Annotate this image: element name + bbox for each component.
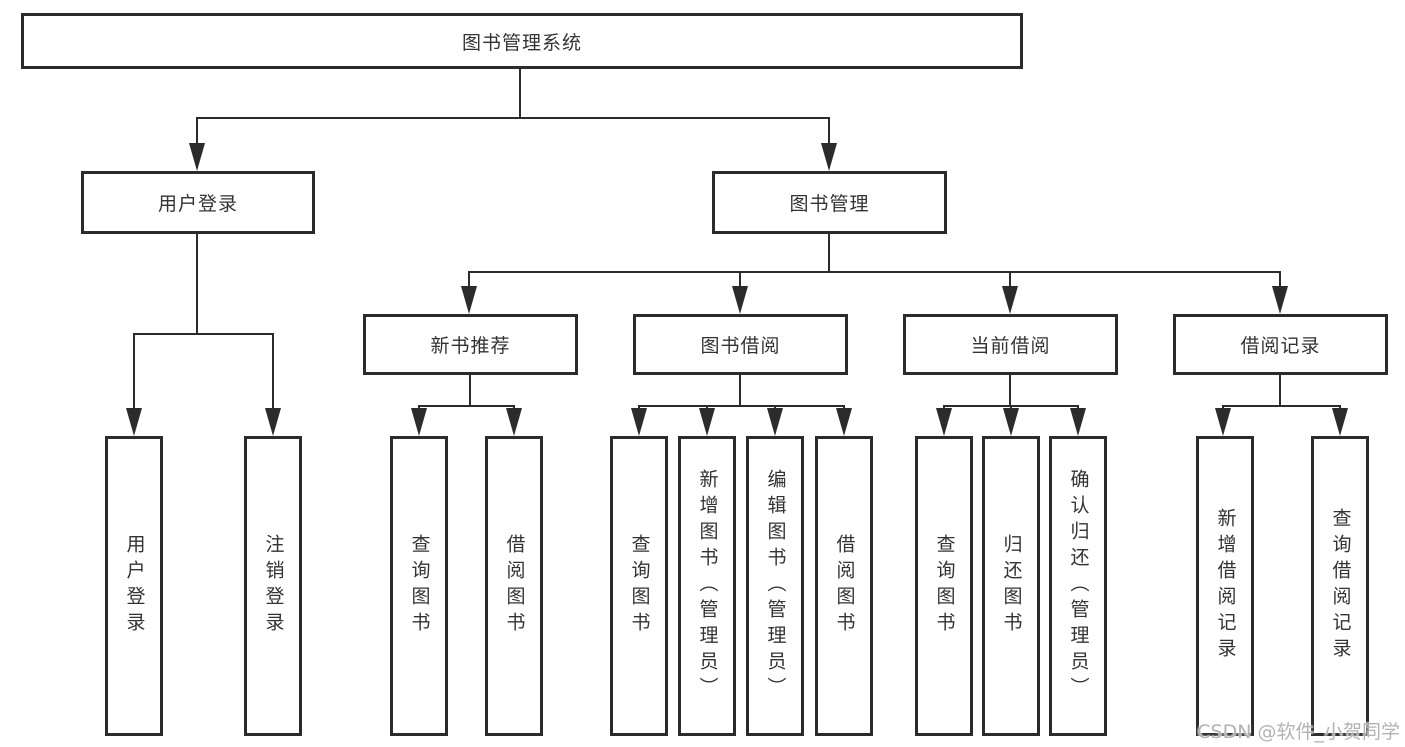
node-book-borrowing: 图书借阅	[633, 314, 848, 375]
node-label: 查询借阅记录	[1329, 508, 1352, 664]
node-current-borrowing: 当前借阅	[903, 314, 1118, 375]
node-label: 借阅记录	[1240, 335, 1321, 357]
leaf-query-books-recommend: 查询图书	[390, 436, 448, 736]
leaf-confirm-return-admin: 确认归还（管理员）	[1049, 436, 1107, 736]
leaf-query-borrow-record: 查询借阅记录	[1311, 436, 1369, 736]
node-label: 借阅图书	[503, 534, 526, 638]
node-label: 用户登录	[157, 193, 238, 215]
leaf-add-books-admin: 新增图书（管理员）	[678, 436, 736, 736]
leaf-user-login: 用户登录	[105, 436, 163, 736]
leaf-return-books: 归还图书	[982, 436, 1040, 736]
node-label: 查询图书	[628, 534, 651, 638]
node-label: 新增借阅记录	[1214, 508, 1237, 664]
node-label: 图书管理	[789, 193, 870, 215]
node-label: 新书推荐	[430, 335, 511, 357]
leaf-add-borrow-record: 新增借阅记录	[1196, 436, 1254, 736]
node-label: 确认归还（管理员）	[1067, 469, 1090, 703]
leaf-borrow-books-borrowing: 借阅图书	[815, 436, 873, 736]
node-label: 编辑图书（管理员）	[764, 469, 787, 703]
leaf-edit-books-admin: 编辑图书（管理员）	[746, 436, 804, 736]
node-library-management-system: 图书管理系统	[21, 13, 1023, 69]
node-label: 图书借阅	[700, 335, 781, 357]
node-borrowing-records: 借阅记录	[1173, 314, 1388, 375]
node-label: 当前借阅	[970, 335, 1051, 357]
node-label: 查询图书	[933, 534, 956, 638]
node-label: 注销登录	[262, 534, 285, 638]
leaf-query-books-borrowing: 查询图书	[610, 436, 668, 736]
node-label: 用户登录	[123, 534, 146, 638]
node-new-book-recommendation: 新书推荐	[363, 314, 578, 375]
csdn-watermark: CSDN @软件_小贺同学	[1197, 721, 1400, 743]
node-book-management: 图书管理	[712, 171, 947, 234]
leaf-borrow-books-recommend: 借阅图书	[485, 436, 543, 736]
leaf-query-books-current: 查询图书	[915, 436, 973, 736]
node-user-login: 用户登录	[81, 171, 315, 234]
arrowheads	[126, 143, 1348, 436]
node-label: 归还图书	[1000, 534, 1023, 638]
node-label: 图书管理系统	[461, 31, 582, 54]
node-label: 借阅图书	[833, 534, 856, 638]
leaf-logout: 注销登录	[244, 436, 302, 736]
node-label: 新增图书（管理员）	[696, 469, 719, 703]
node-label: 查询图书	[408, 534, 431, 638]
